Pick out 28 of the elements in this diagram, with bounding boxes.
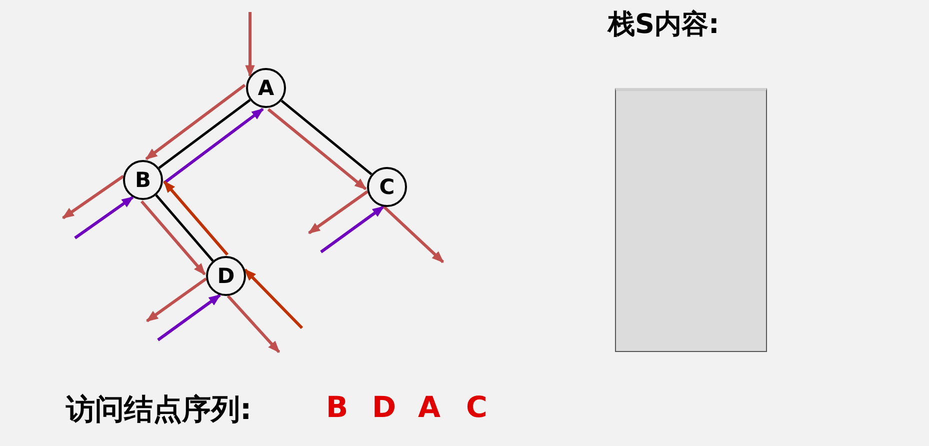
arrow: [145, 84, 246, 160]
arrow: [244, 268, 304, 330]
arrow: [140, 200, 206, 276]
arrow: [267, 108, 367, 190]
arrow: [157, 294, 221, 342]
arrow: [62, 174, 124, 220]
tree-node-circle: D: [206, 256, 246, 296]
arrow: [74, 196, 134, 240]
sequence-letter: A: [418, 390, 440, 424]
tree-edge-line: [280, 100, 372, 176]
arrow: [146, 277, 208, 322]
sequence-letter: B: [326, 390, 348, 424]
arrow: [382, 206, 444, 264]
arrow: [226, 294, 280, 353]
sequence-letter: C: [466, 390, 488, 424]
arrow: [308, 190, 368, 234]
arrow: [163, 108, 264, 184]
caption-text: 访问结点序列:: [66, 392, 252, 426]
tree-edge-line: [158, 99, 251, 169]
arrow: [245, 12, 255, 78]
arrow: [163, 180, 229, 256]
sequence-letter: D: [372, 390, 396, 424]
tree-node-circle: C: [367, 167, 407, 207]
tree-edge-line: [155, 194, 214, 262]
tree-node-circle: A: [246, 68, 286, 108]
stack-heading: 栈S内容:: [608, 8, 720, 42]
tree-node-circle: B: [123, 160, 163, 200]
arrow: [320, 205, 384, 254]
